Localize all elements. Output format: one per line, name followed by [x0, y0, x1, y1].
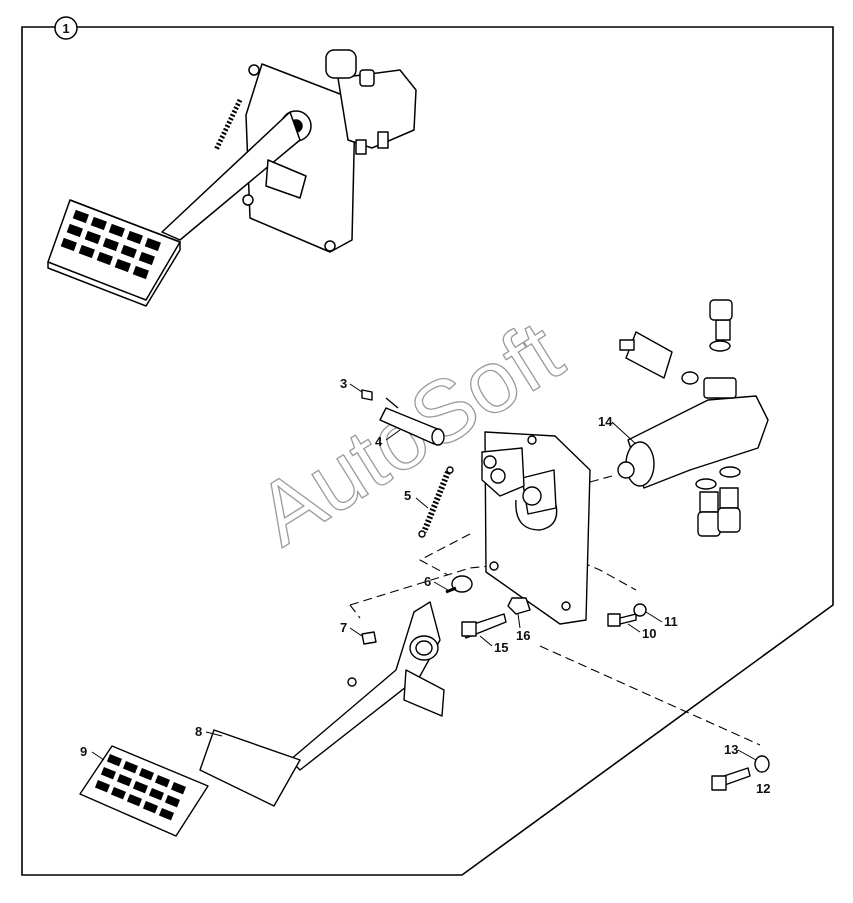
- assembly-number: 1: [62, 21, 69, 36]
- callout-16: 16: [516, 628, 530, 643]
- callout-6: 6: [424, 574, 431, 589]
- callout-4: 4: [375, 434, 383, 449]
- callout-13: 13: [724, 742, 738, 757]
- exploded-view: [79, 299, 770, 837]
- return-spring: [421, 470, 451, 534]
- screw-3: [361, 389, 373, 401]
- bolt-10: [607, 613, 621, 627]
- callout-7: 7: [340, 620, 347, 635]
- callout-11: 11: [664, 614, 678, 629]
- nut-16: [507, 597, 531, 615]
- callout-5: 5: [404, 488, 411, 503]
- callout-15: 15: [494, 640, 508, 655]
- callout-8: 8: [195, 724, 202, 739]
- callout-3: 3: [340, 376, 347, 391]
- nut-7: [361, 631, 377, 645]
- callout-12: 12: [756, 781, 770, 796]
- assembly-frame: [21, 26, 834, 876]
- callout-10: 10: [642, 626, 656, 641]
- brake-valve: [627, 395, 769, 489]
- callout-14: 14: [598, 414, 613, 429]
- assembled-pedal-view: [47, 49, 417, 307]
- washer-11: [633, 603, 647, 617]
- washer-13: [754, 755, 770, 773]
- stop-bumper: [451, 575, 473, 593]
- assembly-number-badge: [54, 16, 78, 40]
- pedal-arm: [289, 601, 441, 771]
- callout-9: 9: [80, 744, 87, 759]
